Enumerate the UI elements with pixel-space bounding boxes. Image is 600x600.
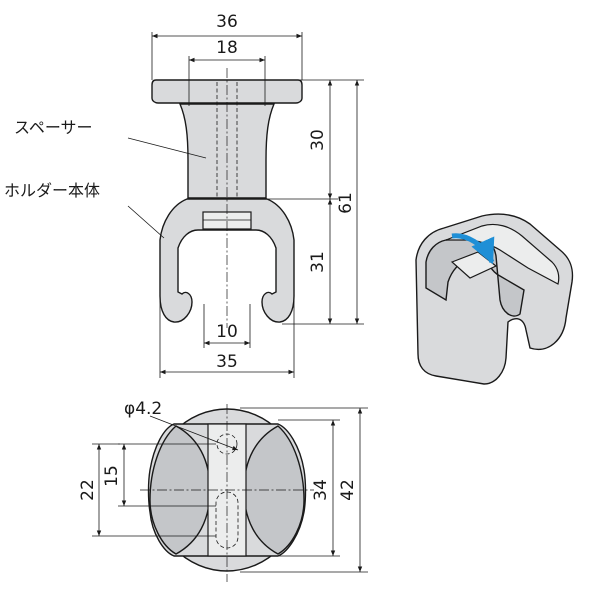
top-view: φ4.2 15 22 34 42 (78, 399, 368, 582)
dim-hole-leader (149, 415, 239, 451)
isometric-view (415, 213, 574, 385)
holder-body-shape (159, 198, 295, 323)
dim-10-text: 10 (216, 322, 238, 342)
dim-36-text: 36 (216, 12, 238, 32)
dim-30-text: 30 (308, 129, 328, 151)
label-spacer: スペーサー (14, 118, 93, 137)
dim-34-text: 34 (311, 479, 331, 501)
dim-61-text: 61 (336, 192, 356, 214)
dim-18-text: 18 (216, 38, 238, 58)
top-right-lobe (243, 425, 305, 555)
dim-35-text: 35 (216, 352, 238, 372)
iso-rotation-arrow (451, 233, 495, 265)
dim-31-text: 31 (308, 251, 328, 273)
dim-42-text: 42 (338, 479, 358, 501)
spacer-shape (178, 103, 276, 199)
front-view: 36 18 30 31 61 10 35 スペーサー ホルダー本体 (4, 12, 364, 378)
dim-15-text: 15 (102, 465, 122, 487)
label-holder-body: ホルダー本体 (4, 181, 100, 200)
leader-spacer (127, 137, 207, 159)
leader-holder-body (127, 205, 165, 239)
dim-hole-text: φ4.2 (124, 399, 162, 419)
dim-22-text: 22 (78, 479, 98, 501)
